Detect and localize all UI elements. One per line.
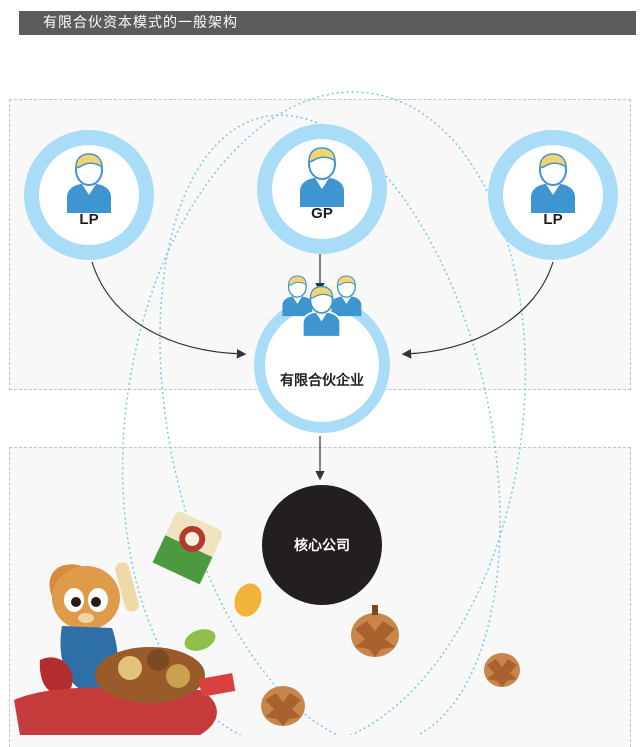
mango-illustration [234,583,262,617]
arrow-lp-left-to-partnership [91,261,247,359]
snack-pack-illustration [152,511,223,585]
dotted-ellipse-outer [121,91,527,735]
person-group-icon [282,275,362,338]
partnership-node: 有限合伙企业 [254,275,390,433]
gp-node: GP [257,124,387,254]
squirrel-mascot-illustration [14,562,236,735]
pinecone-illustration [351,605,399,657]
gp-label: GP [311,205,333,222]
core-company-node: 核心公司 [262,485,382,605]
dotted-ellipse-inner [159,114,501,735]
partnership-label: 有限合伙企业 [280,373,364,389]
person-icon [67,153,111,213]
pinecone-illustration [484,653,520,687]
core-company-label: 核心公司 [294,538,350,554]
arrow-lp-right-to-partnership [401,261,554,359]
lp-right-node: LP [488,130,618,260]
person-icon [531,153,575,213]
lp-left-label: LP [79,211,99,228]
header-title: 有限合伙资本模式的一般架构 [19,11,636,35]
lp-right-label: LP [543,211,563,228]
pinecone-illustration [261,686,305,726]
person-icon [300,147,344,207]
lp-left-node: LP [24,130,154,260]
